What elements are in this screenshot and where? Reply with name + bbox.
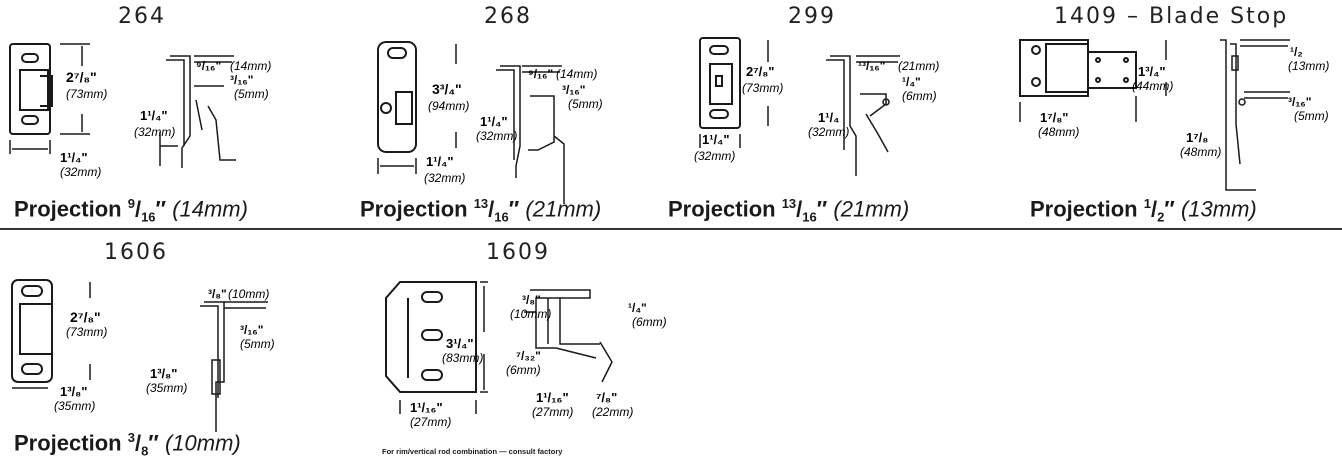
footnote: For rim/vertical rod combination — consu… [382,447,563,456]
svg-text:(5mm): (5mm) [240,337,275,351]
projection-caption-1606: Projection 3/8″ (10mm) [14,430,241,459]
svg-text:2⁷/₈": 2⁷/₈" [70,309,101,325]
strike-drawing-1606: 2⁷/₈" (73mm) 1³/₈" (35mm) ³/₈" (10mm) ³/… [11,279,275,432]
svg-text:¹/₄": ¹/₄" [628,301,647,315]
svg-text:2⁷/₈": 2⁷/₈" [746,64,774,79]
svg-text:1⁷/₈": 1⁷/₈" [1040,110,1068,125]
height-mm: (73mm) [66,87,107,101]
svg-text:³/₁₆": ³/₁₆" [240,323,263,337]
svg-text:(6mm): (6mm) [902,89,937,103]
strike-drawing-299: 2⁷/₈" (73mm) 1¹/₄" (32mm) ¹³/₁₆" (21mm) … [694,37,939,176]
svg-text:(35mm): (35mm) [146,381,187,395]
svg-text:(27mm): (27mm) [410,415,451,429]
svg-text:(44mm): (44mm) [1132,79,1173,93]
proj-in: ⁹/₁₆" [196,59,221,73]
svg-text:1³/₈": 1³/₈" [60,384,87,399]
strike-drawing-264: 2⁷/₈" (73mm) 1¹/₄" (32mm) ⁹/₁₆" (14mm) ³… [9,43,271,179]
svg-text:1³/₄": 1³/₄" [1138,64,1166,79]
svg-text:1¹/₄": 1¹/₄" [702,132,730,147]
svg-text:(14mm): (14mm) [556,67,597,81]
svg-text:(94mm): (94mm) [428,99,469,113]
offset-in: 1¹/₄" [140,108,168,123]
gap-mm: (5mm) [234,87,269,101]
model-title-299: 299 [788,4,836,29]
svg-text:(27mm): (27mm) [532,405,573,419]
proj-mm: (14mm) [230,59,271,73]
svg-text:(48mm): (48mm) [1180,145,1221,159]
svg-text:1¹/₁₆": 1¹/₁₆" [536,390,569,405]
svg-text:1¹/₄": 1¹/₄" [426,154,454,169]
svg-text:1¹/₁₆": 1¹/₁₆" [410,400,443,415]
svg-text:⁷/₃₂": ⁷/₃₂" [516,349,541,363]
svg-text:(21mm): (21mm) [898,59,939,73]
projection-caption-264: Projection 9/16″ (14mm) [14,196,248,225]
svg-text:(83mm): (83mm) [442,351,483,365]
svg-text:¹/₄": ¹/₄" [902,75,921,89]
section-divider [0,228,1342,230]
model-title-1609: 1609 [486,240,550,265]
svg-text:(10mm): (10mm) [510,307,551,321]
svg-text:⁷/₈": ⁷/₈" [596,390,617,405]
strike-drawing-1609: 3¹/₄" (83mm) 1¹/₁₆" (27mm) ³/₈" (10mm) ¹… [385,281,667,429]
svg-text:1¹/₄: 1¹/₄ [818,110,839,125]
svg-text:⁹/₁₆": ⁹/₁₆" [528,67,553,81]
projection-caption-1409: Projection 1/2″ (13mm) [1030,196,1257,225]
model-title-268: 268 [484,4,532,29]
svg-text:(32mm): (32mm) [694,149,735,163]
strike-drawing-1409: 1³/₄" (44mm) 1⁷/₈" (48mm) ¹/₂ (13mm) ³/₁… [1019,39,1329,191]
svg-text:(13mm): (13mm) [1288,59,1329,73]
svg-text:(73mm): (73mm) [742,81,783,95]
svg-text:(73mm): (73mm) [66,325,107,339]
svg-text:(32mm): (32mm) [476,129,517,143]
height-in: 2⁷/₈" [66,69,97,85]
projection-caption-268: Projection 13/16″ (21mm) [360,196,602,225]
svg-text:¹/₂: ¹/₂ [1290,45,1303,59]
svg-text:(32mm): (32mm) [424,171,465,185]
svg-text:³/₈": ³/₈" [522,293,541,307]
model-title-264: 264 [118,4,166,29]
svg-text:(6mm): (6mm) [632,315,667,329]
svg-text:(6mm): (6mm) [506,363,541,377]
svg-text:(32mm): (32mm) [808,125,849,139]
svg-text:³/₈": ³/₈" [208,287,227,301]
svg-text:1³/₈": 1³/₈" [150,366,177,381]
svg-text:1¹/₄": 1¹/₄" [480,114,508,129]
width-in: 1¹/₄" [60,150,88,165]
gap-in: ³/₁₆" [230,73,253,87]
svg-text:3¹/₄": 3¹/₄" [446,336,474,351]
offset-mm: (32mm) [134,125,175,139]
projection-caption-299: Projection 13/16″ (21mm) [668,196,910,225]
svg-text:³/₁₆": ³/₁₆" [562,83,585,97]
svg-text:(22mm): (22mm) [592,405,633,419]
width-mm: (32mm) [60,165,101,179]
model-title-1606: 1606 [104,240,168,265]
svg-text:3³/₄": 3³/₄" [432,81,462,97]
svg-text:(35mm): (35mm) [54,399,95,413]
svg-text:³/₁₆": ³/₁₆" [1288,95,1311,109]
svg-text:(48mm): (48mm) [1038,125,1079,139]
svg-text:1⁷/₈: 1⁷/₈ [1186,130,1208,145]
svg-text:(5mm): (5mm) [568,97,603,111]
model-title-1409: 1409 – Blade Stop [1054,4,1289,29]
svg-text:¹³/₁₆": ¹³/₁₆" [858,59,885,73]
svg-text:(5mm): (5mm) [1294,109,1329,123]
strike-drawing-268: 3³/₄" (94mm) 1¹/₄" (32mm) ⁹/₁₆" (14mm) ³… [377,41,603,204]
svg-text:(10mm): (10mm) [228,287,269,301]
